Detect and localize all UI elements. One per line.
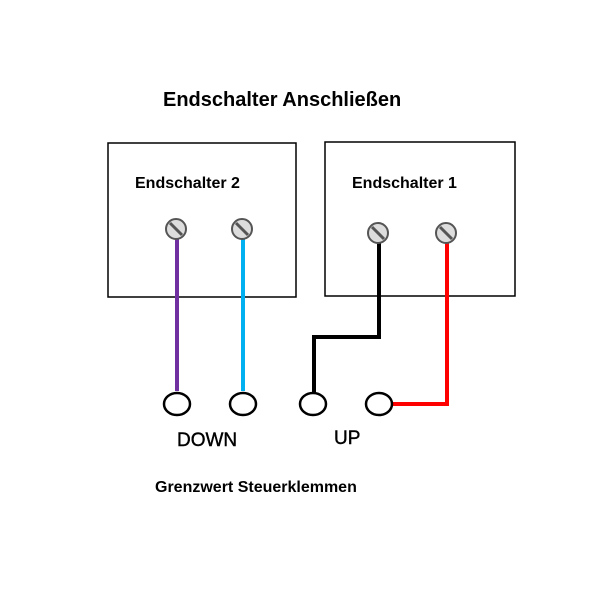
switch-2-label: Endschalter 2 [135,175,240,192]
screw-terminal-icon [231,218,253,240]
control-terminal [364,391,394,417]
up-label: UP [334,428,361,449]
diagram-title: Endschalter Anschließen [163,89,402,111]
black-wire [312,240,381,392]
red-wire [392,240,449,406]
screw-terminal-icon [435,222,457,244]
screw-terminal-icon [165,218,187,240]
switch-1-box [324,141,516,297]
control-terminal [228,391,258,417]
control-terminal [298,391,328,417]
footer-label: Grenzwert Steuerklemmen [155,479,357,496]
control-terminal [162,391,192,417]
switch-2-box [107,142,297,298]
down-label: DOWN [177,430,238,451]
switch-1-label: Endschalter 1 [352,175,457,192]
screw-terminal-icon [367,222,389,244]
